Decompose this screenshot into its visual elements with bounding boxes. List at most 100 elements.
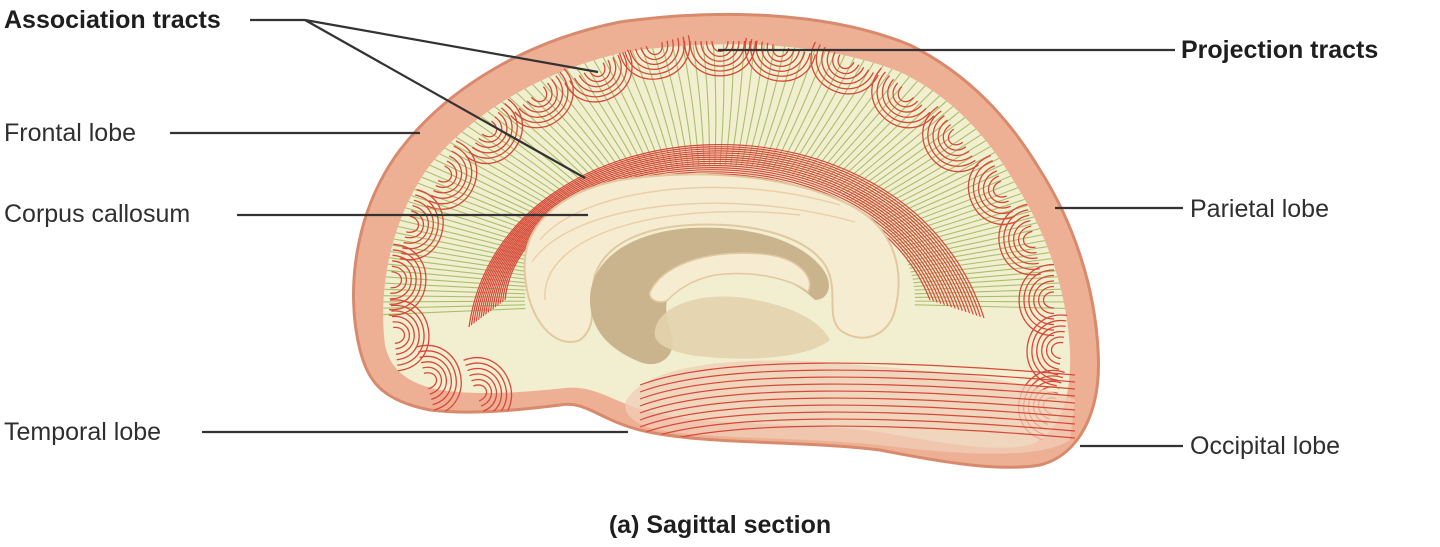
association-arc bbox=[422, 366, 443, 395]
association-arc bbox=[897, 86, 915, 103]
association-arc bbox=[683, 40, 757, 77]
projection-fiber bbox=[890, 146, 1071, 235]
projection-fiber bbox=[383, 267, 527, 287]
label-parietal-lobe: Parietal lobe bbox=[1190, 195, 1329, 223]
gyrus bbox=[465, 98, 523, 164]
gyrus bbox=[683, 40, 757, 77]
association-arc bbox=[406, 215, 420, 233]
projection-fiber bbox=[740, 44, 771, 166]
projection-fiber bbox=[383, 307, 526, 321]
projection-fiber bbox=[751, 44, 796, 167]
association-arc bbox=[435, 160, 458, 188]
association-arc bbox=[826, 49, 865, 80]
association-arc bbox=[423, 372, 438, 390]
association-arc bbox=[881, 75, 927, 118]
association-arc bbox=[478, 116, 503, 143]
association-arc bbox=[389, 260, 412, 300]
association-arc bbox=[744, 37, 817, 82]
association-arc bbox=[1038, 285, 1055, 315]
association-arc bbox=[892, 82, 919, 108]
association-arc bbox=[526, 82, 553, 108]
projection-fiber bbox=[724, 44, 735, 166]
projection-fiber bbox=[656, 44, 695, 167]
association-arc bbox=[1045, 336, 1065, 365]
projection-fiber bbox=[792, 44, 893, 176]
leader-association-a bbox=[304, 18, 599, 74]
projection-fiber bbox=[730, 44, 746, 166]
label-frontal-lobe: Frontal lobe bbox=[4, 119, 137, 147]
figure-caption: (a) Sagittal section bbox=[608, 511, 832, 539]
association-arc bbox=[1041, 331, 1065, 371]
association-fiber bbox=[494, 167, 945, 308]
projection-fiber bbox=[383, 250, 528, 280]
association-fiber bbox=[497, 169, 942, 306]
projection-fiber bbox=[878, 117, 1071, 223]
association-arc bbox=[977, 165, 1013, 214]
association-fiber bbox=[480, 154, 967, 319]
association-arc bbox=[618, 35, 691, 80]
association-arc bbox=[393, 326, 406, 345]
association-fiber bbox=[468, 144, 985, 328]
label-projection-tracts: Projection tracts bbox=[1181, 36, 1379, 64]
association-arc bbox=[992, 180, 1007, 198]
association-arc bbox=[471, 378, 493, 407]
association-arc bbox=[388, 243, 427, 316]
association-arc bbox=[392, 321, 411, 350]
gyrus bbox=[810, 41, 879, 95]
temporal-fiber bbox=[639, 362, 1076, 386]
association-fiber bbox=[478, 152, 971, 320]
association-arc bbox=[998, 203, 1041, 276]
projection-fiber bbox=[619, 44, 679, 169]
association-arc bbox=[473, 384, 488, 402]
association-arc bbox=[927, 110, 976, 167]
association-arc bbox=[982, 170, 1011, 209]
projection-fiber bbox=[881, 124, 1071, 226]
gyrus bbox=[510, 68, 574, 129]
projection-fiber bbox=[513, 44, 634, 180]
label-association-tracts: Association tracts bbox=[4, 6, 221, 34]
temporal-fiber bbox=[639, 369, 1076, 393]
association-arc bbox=[871, 67, 935, 129]
association-arc bbox=[400, 194, 439, 255]
association-arc bbox=[518, 75, 564, 118]
gyrus bbox=[618, 35, 691, 80]
association-arc bbox=[391, 315, 415, 355]
projection-fiber bbox=[806, 44, 927, 180]
association-arc bbox=[987, 175, 1009, 204]
cortical-gyri bbox=[388, 35, 1068, 441]
association-arc bbox=[391, 310, 420, 361]
projection-fiber bbox=[735, 44, 759, 166]
association-arc bbox=[689, 40, 751, 72]
projection-fiber bbox=[681, 44, 705, 166]
association-arc bbox=[437, 165, 453, 183]
projection-fiber bbox=[607, 44, 674, 170]
association-arc bbox=[564, 49, 633, 103]
thalamus bbox=[654, 296, 830, 359]
projection-fiber bbox=[771, 44, 845, 171]
association-fiber bbox=[487, 160, 956, 313]
association-arc bbox=[1026, 314, 1068, 387]
callosum-fibers bbox=[531, 186, 856, 301]
association-arc bbox=[1022, 230, 1036, 248]
association-arc bbox=[700, 40, 740, 62]
association-fiber bbox=[482, 156, 963, 317]
association-arc bbox=[1018, 263, 1055, 337]
projection-fiber bbox=[782, 44, 869, 173]
association-arc bbox=[947, 128, 964, 146]
projection-fiber bbox=[644, 44, 689, 167]
projection-fiber bbox=[787, 44, 881, 174]
association-arc bbox=[514, 71, 569, 124]
projection-fiber bbox=[801, 44, 916, 178]
leader-lines bbox=[170, 18, 1183, 448]
association-arc bbox=[645, 41, 663, 56]
gyrus bbox=[998, 203, 1041, 276]
projection-fiber bbox=[761, 44, 821, 169]
projection-fiber bbox=[383, 284, 526, 295]
gyrus bbox=[967, 154, 1017, 225]
association-arc bbox=[404, 210, 425, 239]
association-fiber bbox=[475, 150, 974, 322]
association-arc bbox=[583, 59, 611, 83]
association-arc bbox=[937, 119, 970, 157]
gyrus bbox=[564, 49, 633, 103]
